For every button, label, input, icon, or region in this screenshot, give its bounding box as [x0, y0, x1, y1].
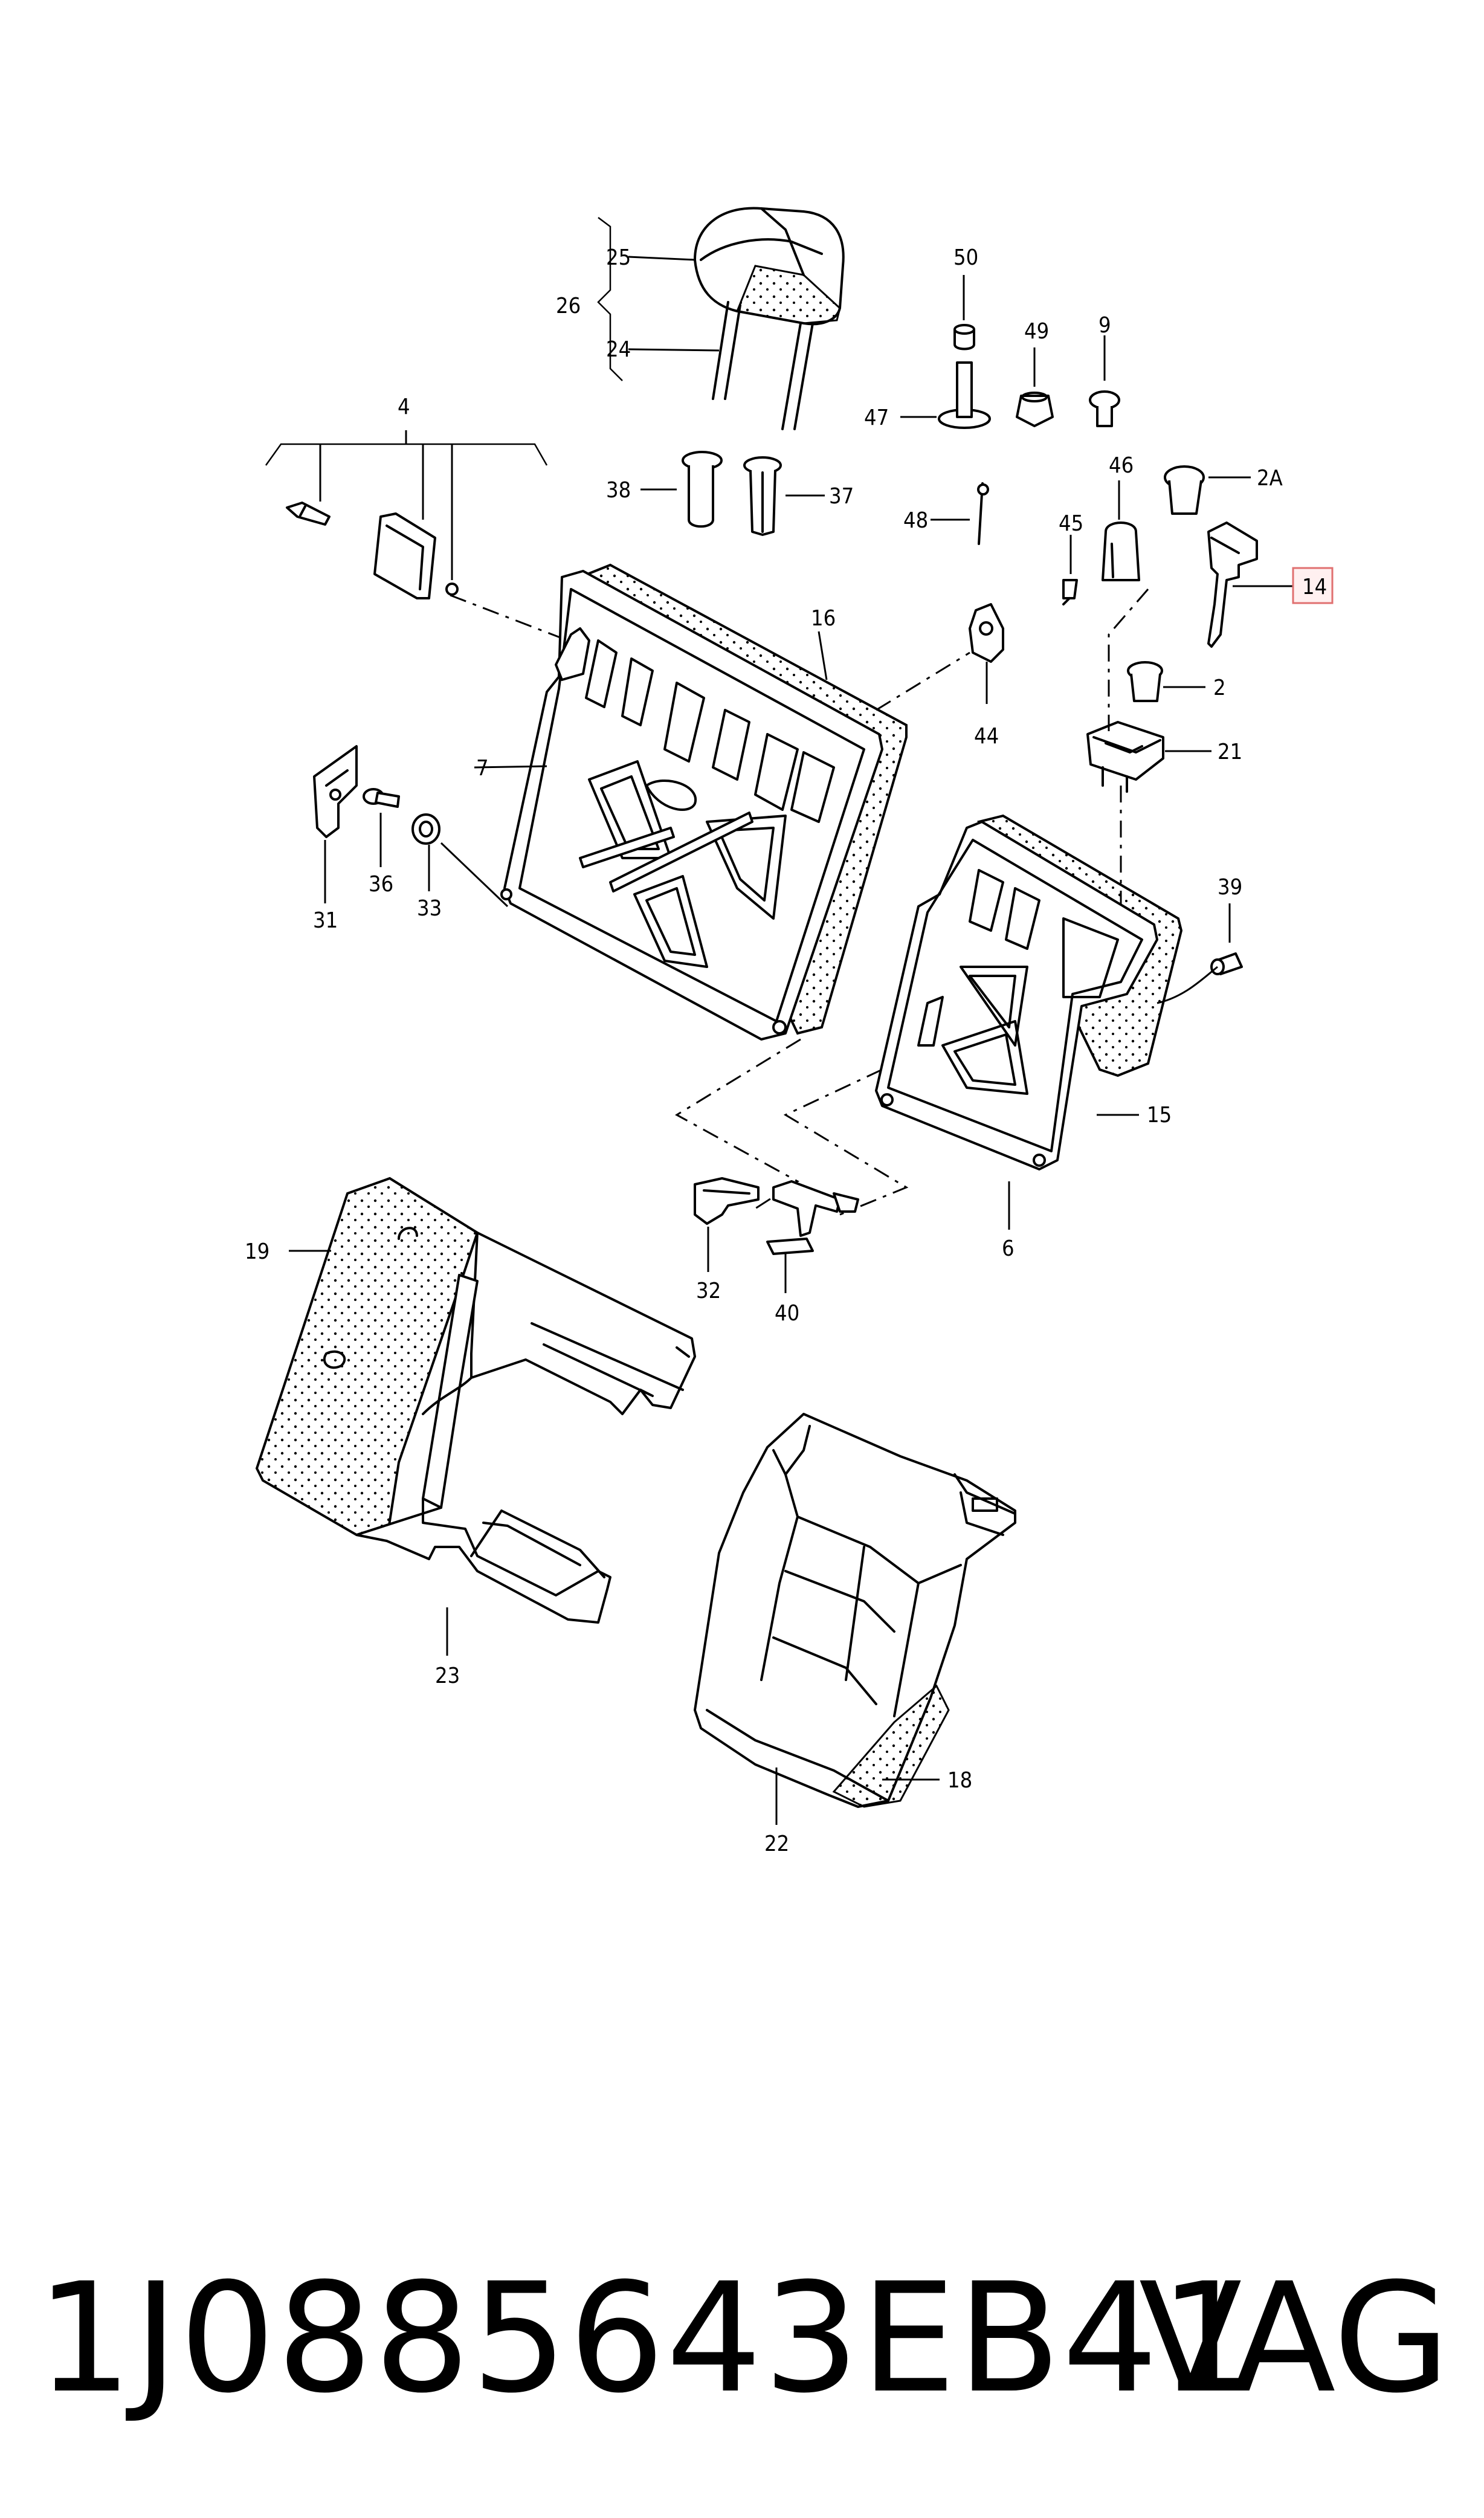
label-50: 50	[953, 245, 978, 270]
headrest	[694, 207, 845, 430]
lock-housing-21	[1086, 721, 1164, 793]
label-9: 9	[1098, 313, 1111, 338]
label-19: 19	[245, 1239, 269, 1264]
seat-cushion-frame	[255, 1177, 696, 1624]
label-2: 2	[1213, 676, 1226, 700]
label-6: 6	[1002, 1236, 1015, 1261]
bolt-part	[286, 502, 331, 526]
clip-2A	[1164, 465, 1205, 515]
pin-48	[977, 482, 989, 545]
label-38: 38	[606, 478, 631, 503]
label-14: 14	[1302, 575, 1327, 599]
label-7: 7	[476, 756, 489, 781]
plug-39	[1210, 952, 1243, 975]
label-48: 48	[903, 508, 928, 533]
nut-49	[1016, 392, 1054, 427]
right-backrest-frame	[875, 814, 1183, 1170]
label-16: 16	[811, 606, 836, 631]
label-18: 18	[947, 1768, 972, 1793]
label-36: 36	[369, 872, 393, 897]
hinge-pin-40	[766, 1180, 859, 1255]
rivet-9	[1089, 390, 1120, 427]
label-45: 45	[1059, 511, 1083, 536]
label-23: 23	[435, 1664, 460, 1688]
headrest-guide-37	[743, 456, 782, 536]
buffer-46	[1102, 521, 1140, 581]
label-2A: 2A	[1257, 466, 1283, 491]
label-44: 44	[974, 724, 999, 749]
left-backrest-frame	[500, 563, 908, 1041]
hinge-cover-32	[694, 1177, 760, 1225]
spacer-50	[953, 324, 975, 350]
part-number: 1J0885643EB41	[36, 2250, 1257, 2426]
highlight-box	[1292, 567, 1334, 604]
label-31: 31	[313, 908, 338, 933]
label-46: 46	[1109, 453, 1134, 478]
headrest-guide-38	[682, 451, 723, 528]
label-40: 40	[775, 1301, 799, 1326]
bushing-33	[411, 813, 440, 845]
label-25: 25	[606, 245, 631, 270]
seat-cushion-foam	[694, 1413, 1016, 1808]
damper-pad	[373, 512, 436, 599]
label-49: 49	[1024, 319, 1049, 344]
label-22: 22	[764, 1832, 789, 1856]
label-26: 26	[556, 294, 581, 318]
clip-2	[1127, 661, 1163, 702]
exploded-parts-diagram: 25 26 24 4 38 37 50 49 9 47 46 2A 48 45 …	[245, 207, 1334, 1856]
bracket-31	[313, 745, 358, 838]
stud-47	[938, 361, 991, 429]
brand-label: VAG	[1138, 2250, 1450, 2426]
label-33: 33	[417, 896, 442, 921]
label-37: 37	[829, 484, 854, 509]
clip-ring	[445, 583, 459, 596]
release-lever-14	[1207, 521, 1258, 648]
label-24: 24	[606, 337, 631, 362]
label-4: 4	[398, 395, 410, 419]
label-15: 15	[1147, 1103, 1172, 1128]
label-32: 32	[696, 1279, 721, 1303]
bracket-44	[969, 603, 1004, 663]
bolt-36	[363, 788, 400, 808]
callout-labels: 25 26 24 4 38 37 50 49 9 47 46 2A 48 45 …	[245, 245, 1327, 1856]
label-47: 47	[864, 405, 889, 430]
footer: 1J0885643EB41 VAG	[36, 2260, 1450, 2417]
screw-45	[1062, 579, 1078, 605]
label-39: 39	[1218, 875, 1242, 900]
label-21: 21	[1218, 740, 1242, 764]
